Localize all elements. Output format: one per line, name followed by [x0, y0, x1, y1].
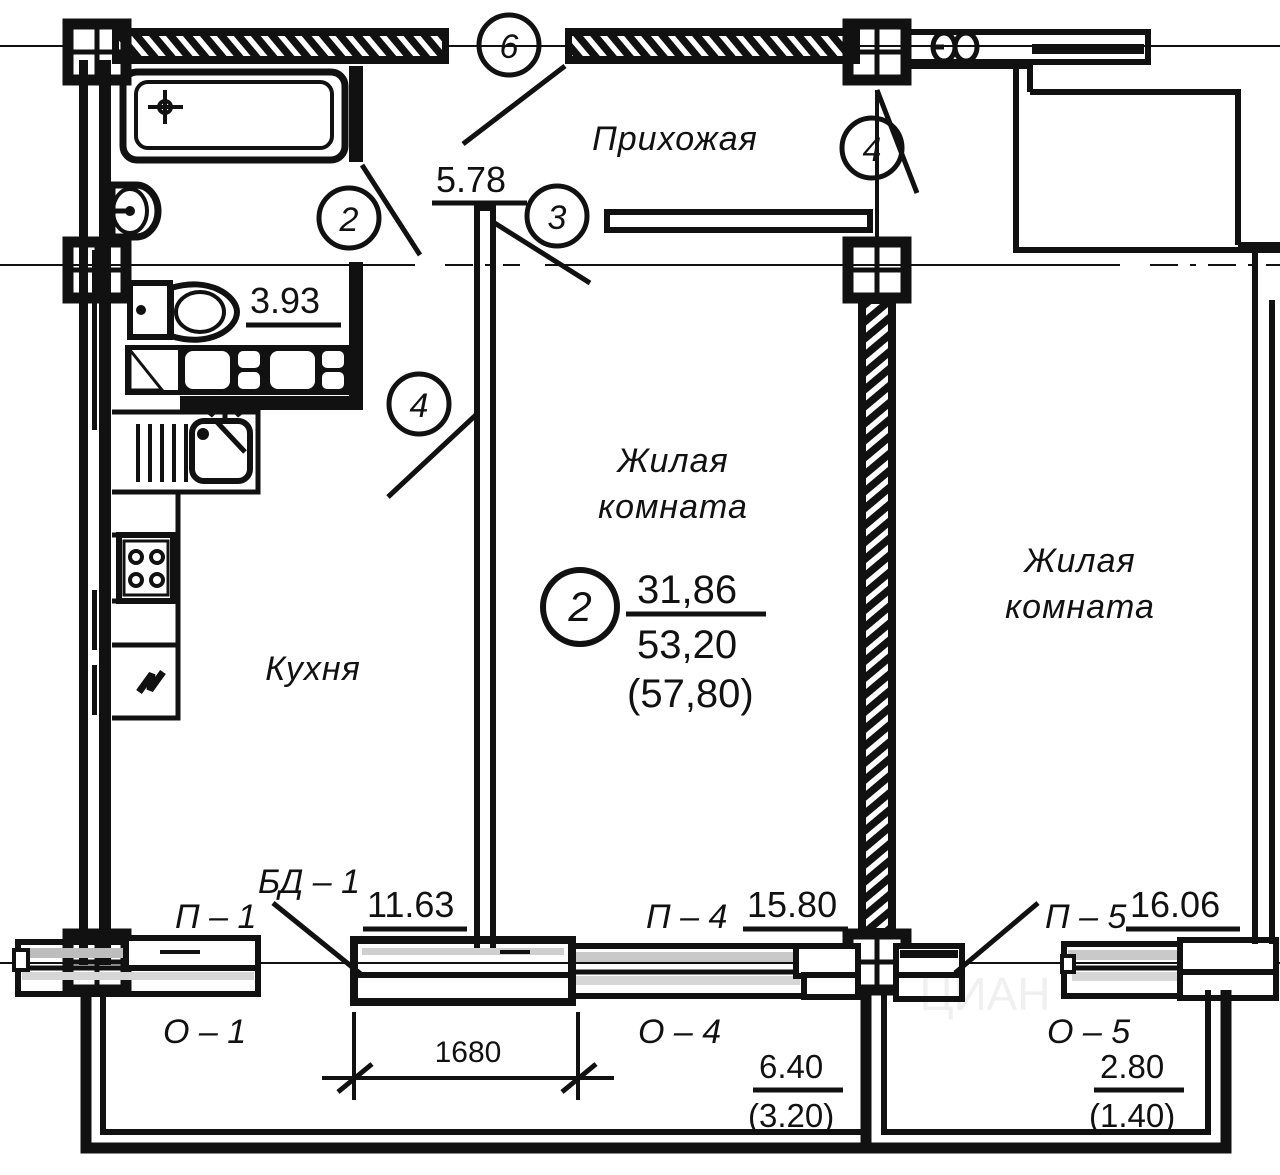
svg-text:ЦИАН: ЦИАН	[920, 968, 1051, 1020]
area-hall: 5.78	[432, 159, 527, 206]
marker-2-label: 2	[339, 201, 359, 239]
area-living-right: 16.06	[1126, 884, 1240, 932]
entry-door-leaf	[1032, 44, 1144, 54]
washbasin-fixture	[108, 181, 162, 241]
entry-door-lock-icon	[930, 30, 980, 64]
area-bathroom-value: 3.93	[250, 280, 320, 321]
area-living-left-value: 15.80	[747, 884, 837, 925]
window-o1	[12, 935, 261, 997]
wall-exterior-left	[79, 60, 111, 965]
wall-top-right	[565, 28, 860, 64]
room-label-living-left-line2: комната	[598, 488, 748, 526]
apartment-total-with-balcony: (57,80)	[627, 672, 754, 716]
marker-4-label: 4	[410, 387, 429, 425]
wall-center-bearing	[858, 296, 896, 936]
room-label-living-right-line1: Жилая	[1022, 542, 1135, 580]
tag-window-o5: О – 5	[1047, 1013, 1130, 1051]
tag-floor-p4: П – 4	[646, 898, 727, 936]
dimension-1680	[322, 1012, 614, 1100]
apartment-stamp: 2 31,86 53,20 (57,80)	[540, 567, 766, 716]
balcony-right-area-coef: (1.40)	[1089, 1097, 1175, 1134]
marker-6-label: 6	[500, 28, 519, 66]
window-o5	[1060, 937, 1279, 1001]
room-label-kitchen: Кухня	[265, 650, 361, 688]
balcony-right-area-value: 2.80	[1100, 1048, 1164, 1085]
area-hall-value: 5.78	[436, 159, 506, 200]
window-o4	[569, 943, 861, 1000]
area-living-left: 15.80	[743, 884, 848, 932]
wall-partition-hall	[604, 209, 873, 233]
electric-symbol-icon	[136, 669, 166, 695]
tag-floor-p5-label: П – 5	[1045, 898, 1126, 936]
bathroom-appliance-row	[125, 345, 355, 395]
apartment-number: 2	[567, 583, 591, 630]
marker-6: 6	[461, 12, 567, 146]
marker-4: 4	[386, 371, 480, 499]
kitchen-sink-fixture	[189, 406, 253, 484]
room-label-living-left-line1: Жилая	[615, 442, 728, 480]
room-label-living-right: Жилая комната	[1005, 542, 1155, 626]
tag-balcony-door: БД – 1	[258, 863, 364, 977]
marker-4b: 4	[839, 89, 920, 240]
tag-floor-p1: П – 1	[175, 898, 256, 936]
bathtub-fixture	[119, 68, 349, 164]
room-label-hall: Прихожая	[592, 120, 758, 158]
window-o4-right-leaf	[893, 943, 965, 1002]
column-top-left	[62, 18, 132, 86]
toilet-fixture	[127, 280, 241, 343]
marker-3: 3	[491, 183, 592, 286]
apartment-total-area: 53,20	[637, 623, 737, 667]
wall-top-left	[112, 28, 449, 64]
area-kitchen-value: 11.63	[367, 884, 454, 925]
bath-drain-icon	[148, 90, 183, 124]
watermark: ЦИАН	[920, 968, 1051, 1020]
dish-rack-icon	[136, 424, 188, 482]
landing-outline	[1013, 66, 1280, 300]
area-bathroom: 3.93	[246, 280, 341, 328]
room-label-living-left: Жилая комната	[598, 442, 748, 526]
tag-window-o1: О – 1	[163, 1013, 246, 1051]
tag-floor-p5: П – 5	[953, 898, 1126, 975]
room-label-living-right-line2: комната	[1005, 588, 1155, 626]
apartment-living-area: 31,86	[637, 568, 737, 612]
balcony-left-area: 6.40 (3.20)	[748, 1048, 843, 1134]
dimension-1680-label: 1680	[435, 1036, 502, 1069]
balcony-left-outline	[80, 990, 866, 1154]
marker-3-label: 3	[548, 199, 567, 237]
tag-window-o4: О – 4	[638, 1013, 721, 1051]
balcony-divider-wall	[863, 996, 887, 1148]
balcony-right-area: 2.80 (1.40)	[1089, 1048, 1184, 1134]
wall-exterior-right	[1252, 300, 1275, 944]
area-kitchen: 11.63	[363, 884, 467, 932]
tag-balcony-door-label: БД – 1	[258, 863, 360, 901]
counter-divider	[112, 489, 178, 648]
area-living-right-value: 16.06	[1130, 884, 1220, 925]
column-top-right	[842, 18, 912, 86]
entry-door-assembly	[906, 29, 1151, 92]
balcony-left-area-value: 6.40	[759, 1048, 823, 1085]
balcony-left-area-coef: (3.20)	[748, 1097, 834, 1134]
marker-2: 2	[316, 163, 423, 257]
